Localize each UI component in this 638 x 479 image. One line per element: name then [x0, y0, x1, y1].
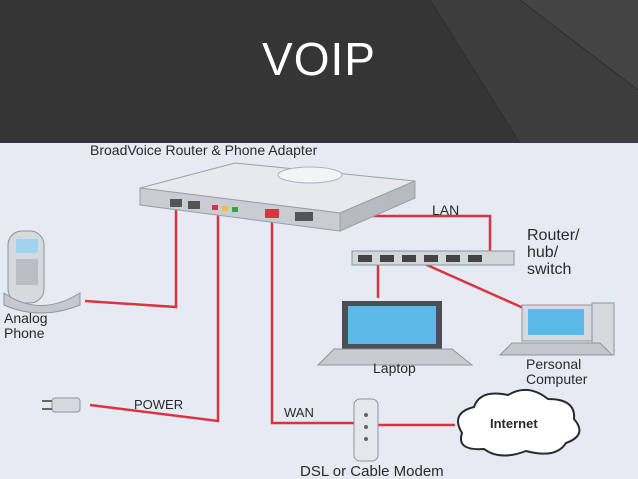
switch-icon — [351, 250, 515, 266]
modem-label: DSL or Cable Modem — [300, 463, 444, 479]
analog-phone-icon — [3, 230, 81, 314]
wan-label: WAN — [284, 405, 314, 420]
phone-cable — [84, 203, 178, 309]
internet-label: Internet — [490, 416, 538, 431]
computer-cable — [417, 259, 531, 313]
laptop-label: Laptop — [373, 360, 416, 376]
adapter-label: BroadVoice Router & Phone Adapter — [90, 143, 318, 158]
computer-icon — [498, 302, 615, 356]
slide-header: VOIP — [0, 0, 638, 143]
power-label: POWER — [134, 397, 184, 412]
wan-cable — [270, 218, 360, 425]
network-diagram: BroadVoice Router & Phone Adapter LAN Ro… — [0, 143, 638, 479]
router-label: Router/ hub/ switch — [527, 227, 580, 278]
slide-title: VOIP — [262, 33, 376, 85]
computer-label: Personal Computer — [526, 356, 588, 387]
header-decoration — [429, 0, 638, 143]
cables — [84, 203, 531, 427]
diagram-graphics — [3, 162, 615, 462]
power-plug-icon — [42, 397, 81, 413]
internet-cloud-icon — [457, 388, 581, 457]
power-cable — [89, 208, 220, 423]
phone-label: Analog Phone — [4, 310, 48, 341]
lan-label: LAN — [432, 202, 460, 218]
modem-icon — [353, 398, 379, 462]
adapter-icon — [139, 162, 416, 232]
laptop-icon — [316, 301, 474, 366]
